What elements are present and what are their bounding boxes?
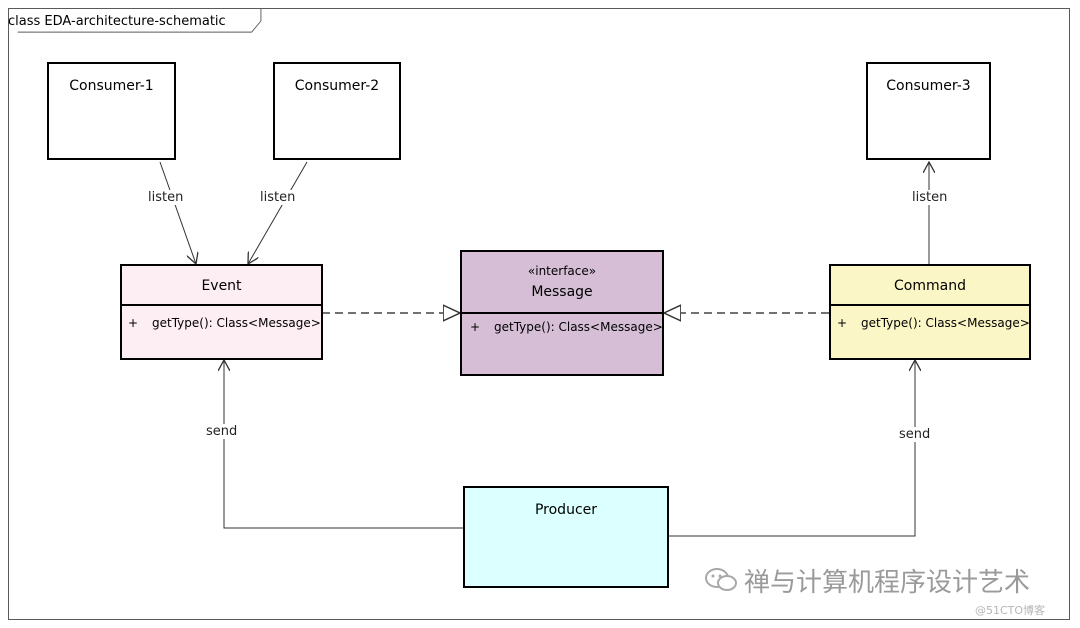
message-divider <box>462 312 662 314</box>
consumer-2-name: Consumer-2 <box>294 78 380 94</box>
watermark-sub: @51CTO博客 <box>975 604 1046 617</box>
send-label-event: send <box>204 424 240 439</box>
consumer-1-name: Consumer-1 <box>69 78 154 94</box>
producer-class[interactable]: Producer <box>463 486 669 588</box>
send-label-command: send <box>897 427 933 442</box>
event-class-name: Event <box>201 278 242 294</box>
event-divider <box>122 304 321 306</box>
command-operation: getType(): Class<Message> <box>861 316 1030 330</box>
wechat-icon <box>705 568 737 591</box>
producer-class-name: Producer <box>534 502 598 518</box>
event-op-visibility: + <box>128 316 139 330</box>
watermark-text: 禅与计算机程序设计艺术 <box>744 568 1031 598</box>
message-interface[interactable]: «interface» Message + getType(): Class<M… <box>460 250 664 376</box>
command-divider <box>831 304 1029 306</box>
command-class[interactable]: Command + getType(): Class<Message> <box>829 264 1031 360</box>
command-op-visibility: + <box>837 316 848 330</box>
send-edge-command <box>669 360 915 537</box>
consumer-2-box[interactable]: Consumer-2 <box>273 62 401 160</box>
frame-title: class EDA-architecture-schematic <box>8 14 226 29</box>
listen-label-2: listen <box>258 190 298 205</box>
event-operation: getType(): Class<Message> <box>152 316 321 330</box>
message-operation: getType(): Class<Message> <box>494 320 663 334</box>
diagram-frame <box>8 8 1070 620</box>
message-interface-name: Message <box>531 284 593 300</box>
event-class[interactable]: Event + getType(): Class<Message> <box>120 264 323 360</box>
consumer-3-box[interactable]: Consumer-3 <box>866 62 991 160</box>
listen-label-3: listen <box>910 190 950 205</box>
listen-label-1: listen <box>146 190 186 205</box>
message-op-visibility: + <box>470 320 481 334</box>
message-stereotype: «interface» <box>527 264 597 278</box>
command-class-name: Command <box>894 278 966 294</box>
listen-edge-consumer-2 <box>248 161 308 264</box>
consumer-3-name: Consumer-3 <box>886 78 971 94</box>
send-edge-event <box>224 360 463 529</box>
consumer-1-box[interactable]: Consumer-1 <box>47 62 176 160</box>
frame-tab <box>17 8 262 33</box>
listen-edge-consumer-1 <box>159 161 196 264</box>
